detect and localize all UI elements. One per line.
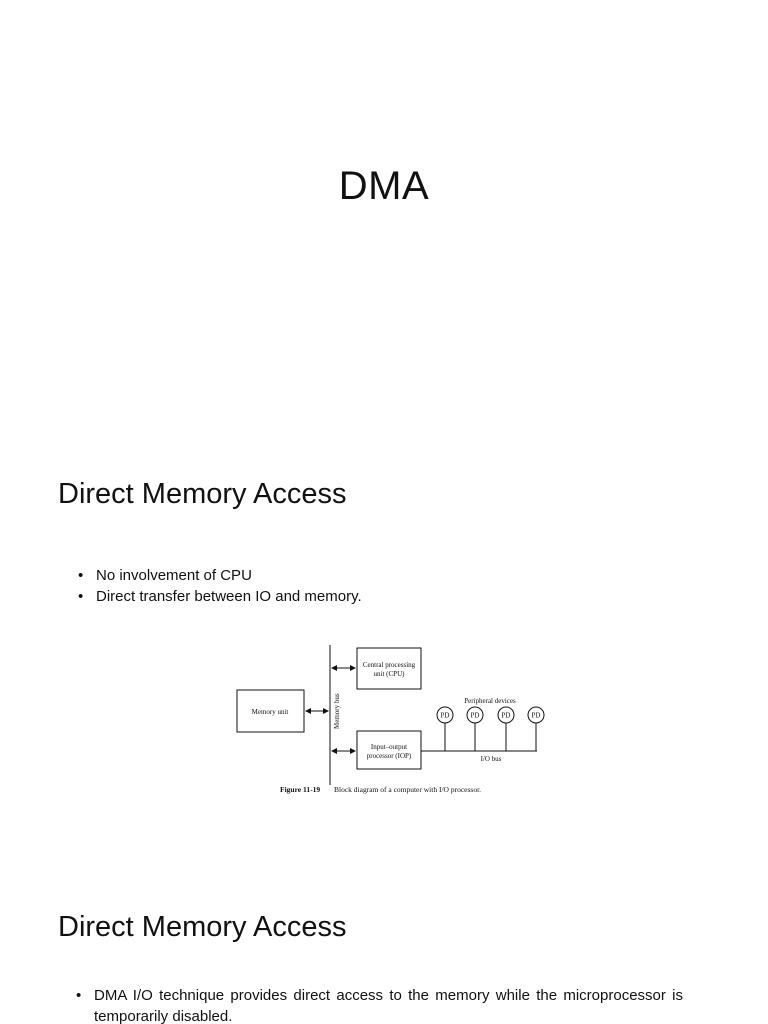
- iop-label-line1: Input–output: [371, 743, 407, 751]
- io-bus-label: I/O bus: [481, 755, 502, 763]
- block-diagram: Memory bus Memory unit Central processin…: [236, 645, 545, 794]
- memory-unit-box: [236, 689, 305, 733]
- cpu-label-line2: unit (CPU): [374, 670, 406, 678]
- peripheral-device-3: [497, 706, 515, 724]
- bullet-list: • No involvement of CPU • Direct transfe…: [78, 565, 362, 607]
- bullet-item: • Direct transfer between IO and memory.: [78, 586, 362, 607]
- iop-label-line2: processor (IOP): [367, 752, 412, 760]
- bullet-icon: •: [78, 567, 84, 584]
- slide-1: DMA: [0, 0, 768, 433]
- pd-label-1: PD: [441, 712, 450, 720]
- peripheral-devices-label: Peripheral devices: [464, 697, 516, 705]
- bullet-text: No involvement of CPU: [96, 567, 252, 584]
- bullet-icon: •: [78, 588, 84, 605]
- cpu-label-line1: Central processing: [363, 661, 416, 669]
- peripheral-device-2: [466, 706, 484, 724]
- block-diagram-figure: Memory bus Memory unit Central processin…: [228, 637, 558, 807]
- peripheral-device-1: [436, 706, 454, 724]
- slide-2: Direct Memory Access • No involvement of…: [0, 433, 768, 866]
- cpu-box: [356, 647, 422, 690]
- bullet-text: DMA I/O technique provides direct access…: [94, 987, 683, 1024]
- pd-label-4: PD: [532, 712, 541, 720]
- slide-title: DMA: [338, 164, 430, 208]
- peripheral-device-4: [527, 706, 545, 724]
- bullet-list: • DMA I/O technique provides direct acce…: [76, 985, 683, 1024]
- figure-caption-number: Figure 11-19: [280, 785, 320, 794]
- bullet-item: • DMA I/O technique provides direct acce…: [76, 985, 683, 1024]
- figure-caption-text: Block diagram of a computer with I/O pro…: [334, 785, 481, 794]
- memory-bus-label: Memory bus: [333, 693, 341, 729]
- slide-heading: Direct Memory Access: [58, 911, 347, 943]
- slide-heading: Direct Memory Access: [58, 478, 347, 510]
- bullet-icon: •: [76, 987, 82, 1004]
- pd-label-2: PD: [471, 712, 480, 720]
- iop-box: [356, 730, 422, 770]
- memory-unit-label: Memory unit: [252, 708, 289, 716]
- bullet-text: Direct transfer between IO and memory.: [96, 588, 362, 605]
- slide-3: Direct Memory Access • DMA I/O technique…: [0, 866, 768, 1024]
- bullet-item: • No involvement of CPU: [78, 565, 362, 586]
- pd-label-3: PD: [502, 712, 511, 720]
